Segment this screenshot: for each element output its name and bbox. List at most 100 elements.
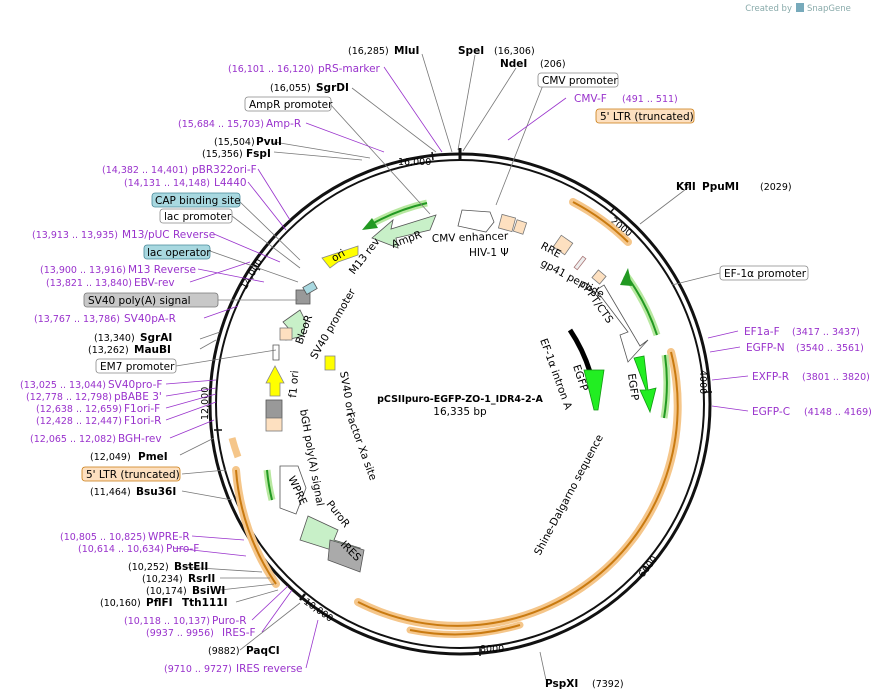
primer-ebv-rev[interactable]: EBV-rev [134,277,175,289]
enzyme-rsrii-position: (10,234) [142,574,183,585]
box-cap-binding-site[interactable] [151,192,241,208]
primer-amp-r-range: (15,684 .. 15,703) [178,119,264,130]
primer-puro-f[interactable]: Puro-F [166,543,199,555]
primer-m13-rev-range: (13,900 .. 13,916) [40,265,126,276]
inner-feature-shapes [265,209,657,573]
primer-sv40pro-f-range: (13,025 .. 13,044) [20,380,106,391]
enzyme-sgrdi-name[interactable]: SgrDI [316,82,349,94]
primer-l4440-range: (14,131 .. 14,148) [124,178,210,189]
enzyme-pmei-name[interactable]: PmeI [138,451,168,463]
green-feature-arcs [263,199,671,501]
box-cap-binding-site-label: CAP binding site [155,195,241,207]
feature-label-sv40-ori: SV40 ori [337,370,356,416]
box-sv40-polya[interactable] [83,292,219,308]
box-cmv-promoter[interactable] [537,72,619,88]
snapgene-watermark: Created by SnapGene [745,3,851,14]
enzyme-kfli-position: (2029) [760,182,792,193]
primer-bgh-rev[interactable]: BGH-rev [118,433,162,445]
box-ltr-truncated-top-label: 5' LTR (truncated) [600,111,694,123]
enzyme-pspxi-name[interactable]: PspXI [545,678,578,690]
tick-label-12000: 12,000 [200,387,211,420]
enzyme-kfli-name[interactable]: KflI [676,181,696,193]
primer-sv40pro-f[interactable]: SV40pro-F [108,379,162,391]
primer-m13-rev[interactable]: M13 Reverse [128,264,196,276]
box-lac-promoter-label: lac promoter [164,211,232,223]
enzyme-tth111i-name[interactable]: Tth111I [182,597,227,609]
box-ampr-promoter-label: AmpR promoter [249,99,333,111]
box-lac-promoter[interactable] [159,208,233,224]
primer-bgh-rev-range: (12,065 .. 12,082) [30,434,116,445]
primer-exfp-r[interactable]: EXFP-R [752,371,789,383]
primer-puro-r-range: (10,118 .. 10,137) [124,616,210,627]
box-lac-operator-label: lac operator [147,247,211,259]
primer-amp-r[interactable]: Amp-R [266,118,301,130]
enzyme-pspxi-position: (7392) [592,679,624,690]
enzyme-pflfi-name[interactable]: PflFI [146,597,173,609]
enzyme-fspi-name[interactable]: FspI [246,148,271,160]
box-cmv-promoter-label: CMV promoter [542,75,618,87]
primer-pbabe3-range: (12,778 .. 12,798) [26,392,112,403]
primer-ires-reverse-range: (9710 .. 9727) [164,664,232,675]
enzyme-rsrii-name[interactable]: RsrII [188,573,215,585]
enzyme-bsteii-name[interactable]: BstEII [174,561,208,573]
primer-puro-r[interactable]: Puro-R [212,615,247,627]
primer-cmv-f[interactable]: CMV-F [574,93,607,105]
primer-ef1a-f-range: (3417 .. 3437) [792,327,860,338]
feature-label-cmv-enhancer: CMV enhancer [432,230,509,245]
box-lac-operator[interactable] [143,244,211,260]
enzyme-paqci-name[interactable]: PaqCI [246,645,280,657]
primer-f1ori-f[interactable]: F1ori-F [124,403,160,415]
primer-f1ori-f-range: (12,638 .. 12,659) [36,404,122,415]
primer-f1ori-r[interactable]: F1ori-R [124,415,161,427]
enzyme-bsu36i-position: (11,464) [90,487,131,498]
primer-prs-marker[interactable]: pRS-marker [318,63,381,75]
feature-label-factor-xa: Factor Xa site [343,411,379,482]
primer-cmv-f-range: (491 .. 511) [622,94,678,105]
watermark-prefix: Created by [745,4,792,14]
enzyme-ppumi-name[interactable]: PpuMI [702,181,739,193]
enzyme-bsteii-position: (10,252) [128,562,169,573]
box-ef1a-promoter[interactable] [719,265,809,281]
enzyme-pmei-position: (12,049) [90,452,131,463]
enzyme-fspi-position: (15,356) [202,149,243,160]
primer-egfp-n[interactable]: EGFP-N [746,342,785,354]
box-em7-promoter[interactable] [95,358,177,374]
primer-pbr322[interactable]: pBR322ori-F [192,164,257,176]
box-ltr-truncated-top[interactable] [595,108,695,124]
primer-sv40pa-r-range: (13,767 .. 13,786) [34,314,120,325]
box-ampr-promoter[interactable] [244,96,332,112]
primer-puro-f-range: (10,614 .. 10,634) [78,544,164,555]
enzyme-spei-name[interactable]: SpeI [458,45,484,57]
primer-pbr322-range: (14,382 .. 14,401) [102,165,188,176]
watermark-brand: SnapGene [807,4,851,14]
primer-m13-puc-rev-range: (13,913 .. 13,935) [32,230,118,241]
enzyme-maubi-position: (13,262) [88,345,129,356]
feature-label-sv40-promoter: SV40 promoter [308,286,358,361]
primer-sv40pa-r[interactable]: SV40pA-R [124,313,176,325]
enzyme-ndei-name[interactable]: NdeI [500,58,527,70]
primer-wpre-r[interactable]: WPRE-R [148,531,190,543]
enzyme-mlui-position: (16,285) [348,46,389,57]
enzyme-bsu36i-name[interactable]: Bsu36I [136,486,176,498]
enzyme-maubi-name[interactable]: MauBI [134,344,171,356]
primer-l4440[interactable]: L4440 [214,177,247,189]
enzyme-mlui-name[interactable]: MluI [394,45,419,57]
tick-label-4000: 4000 [697,370,708,394]
enzyme-bsiwi-name[interactable]: BsiWI [192,585,225,597]
feature-label-f1-ori: f1 ori [287,370,301,398]
primer-egfp-c[interactable]: EGFP-C [752,406,790,418]
primer-ires-reverse[interactable]: IRES reverse [236,663,303,675]
primer-ires-f[interactable]: IRES-F [222,627,256,639]
enzyme-sgrai-name[interactable]: SgrAI [140,332,172,344]
enzyme-ndei-position: (206) [540,59,566,70]
enzyme-pvui-name[interactable]: PvuI [256,136,282,148]
feature-label-ori: ori [330,247,348,264]
box-sv40-polya-label: SV40 poly(A) signal [88,295,191,307]
box-ltr-truncated-bottom-label: 5' LTR (truncated) [86,469,180,481]
primer-pbabe3[interactable]: pBABE 3' [114,391,162,403]
box-ltr-truncated-bottom[interactable] [81,466,181,482]
feature-label-egfp-outer: EGFP [625,373,641,402]
primer-ef1a-f[interactable]: EF1a-F [744,326,780,338]
primer-m13-puc-rev[interactable]: M13/pUC Reverse [122,229,215,241]
